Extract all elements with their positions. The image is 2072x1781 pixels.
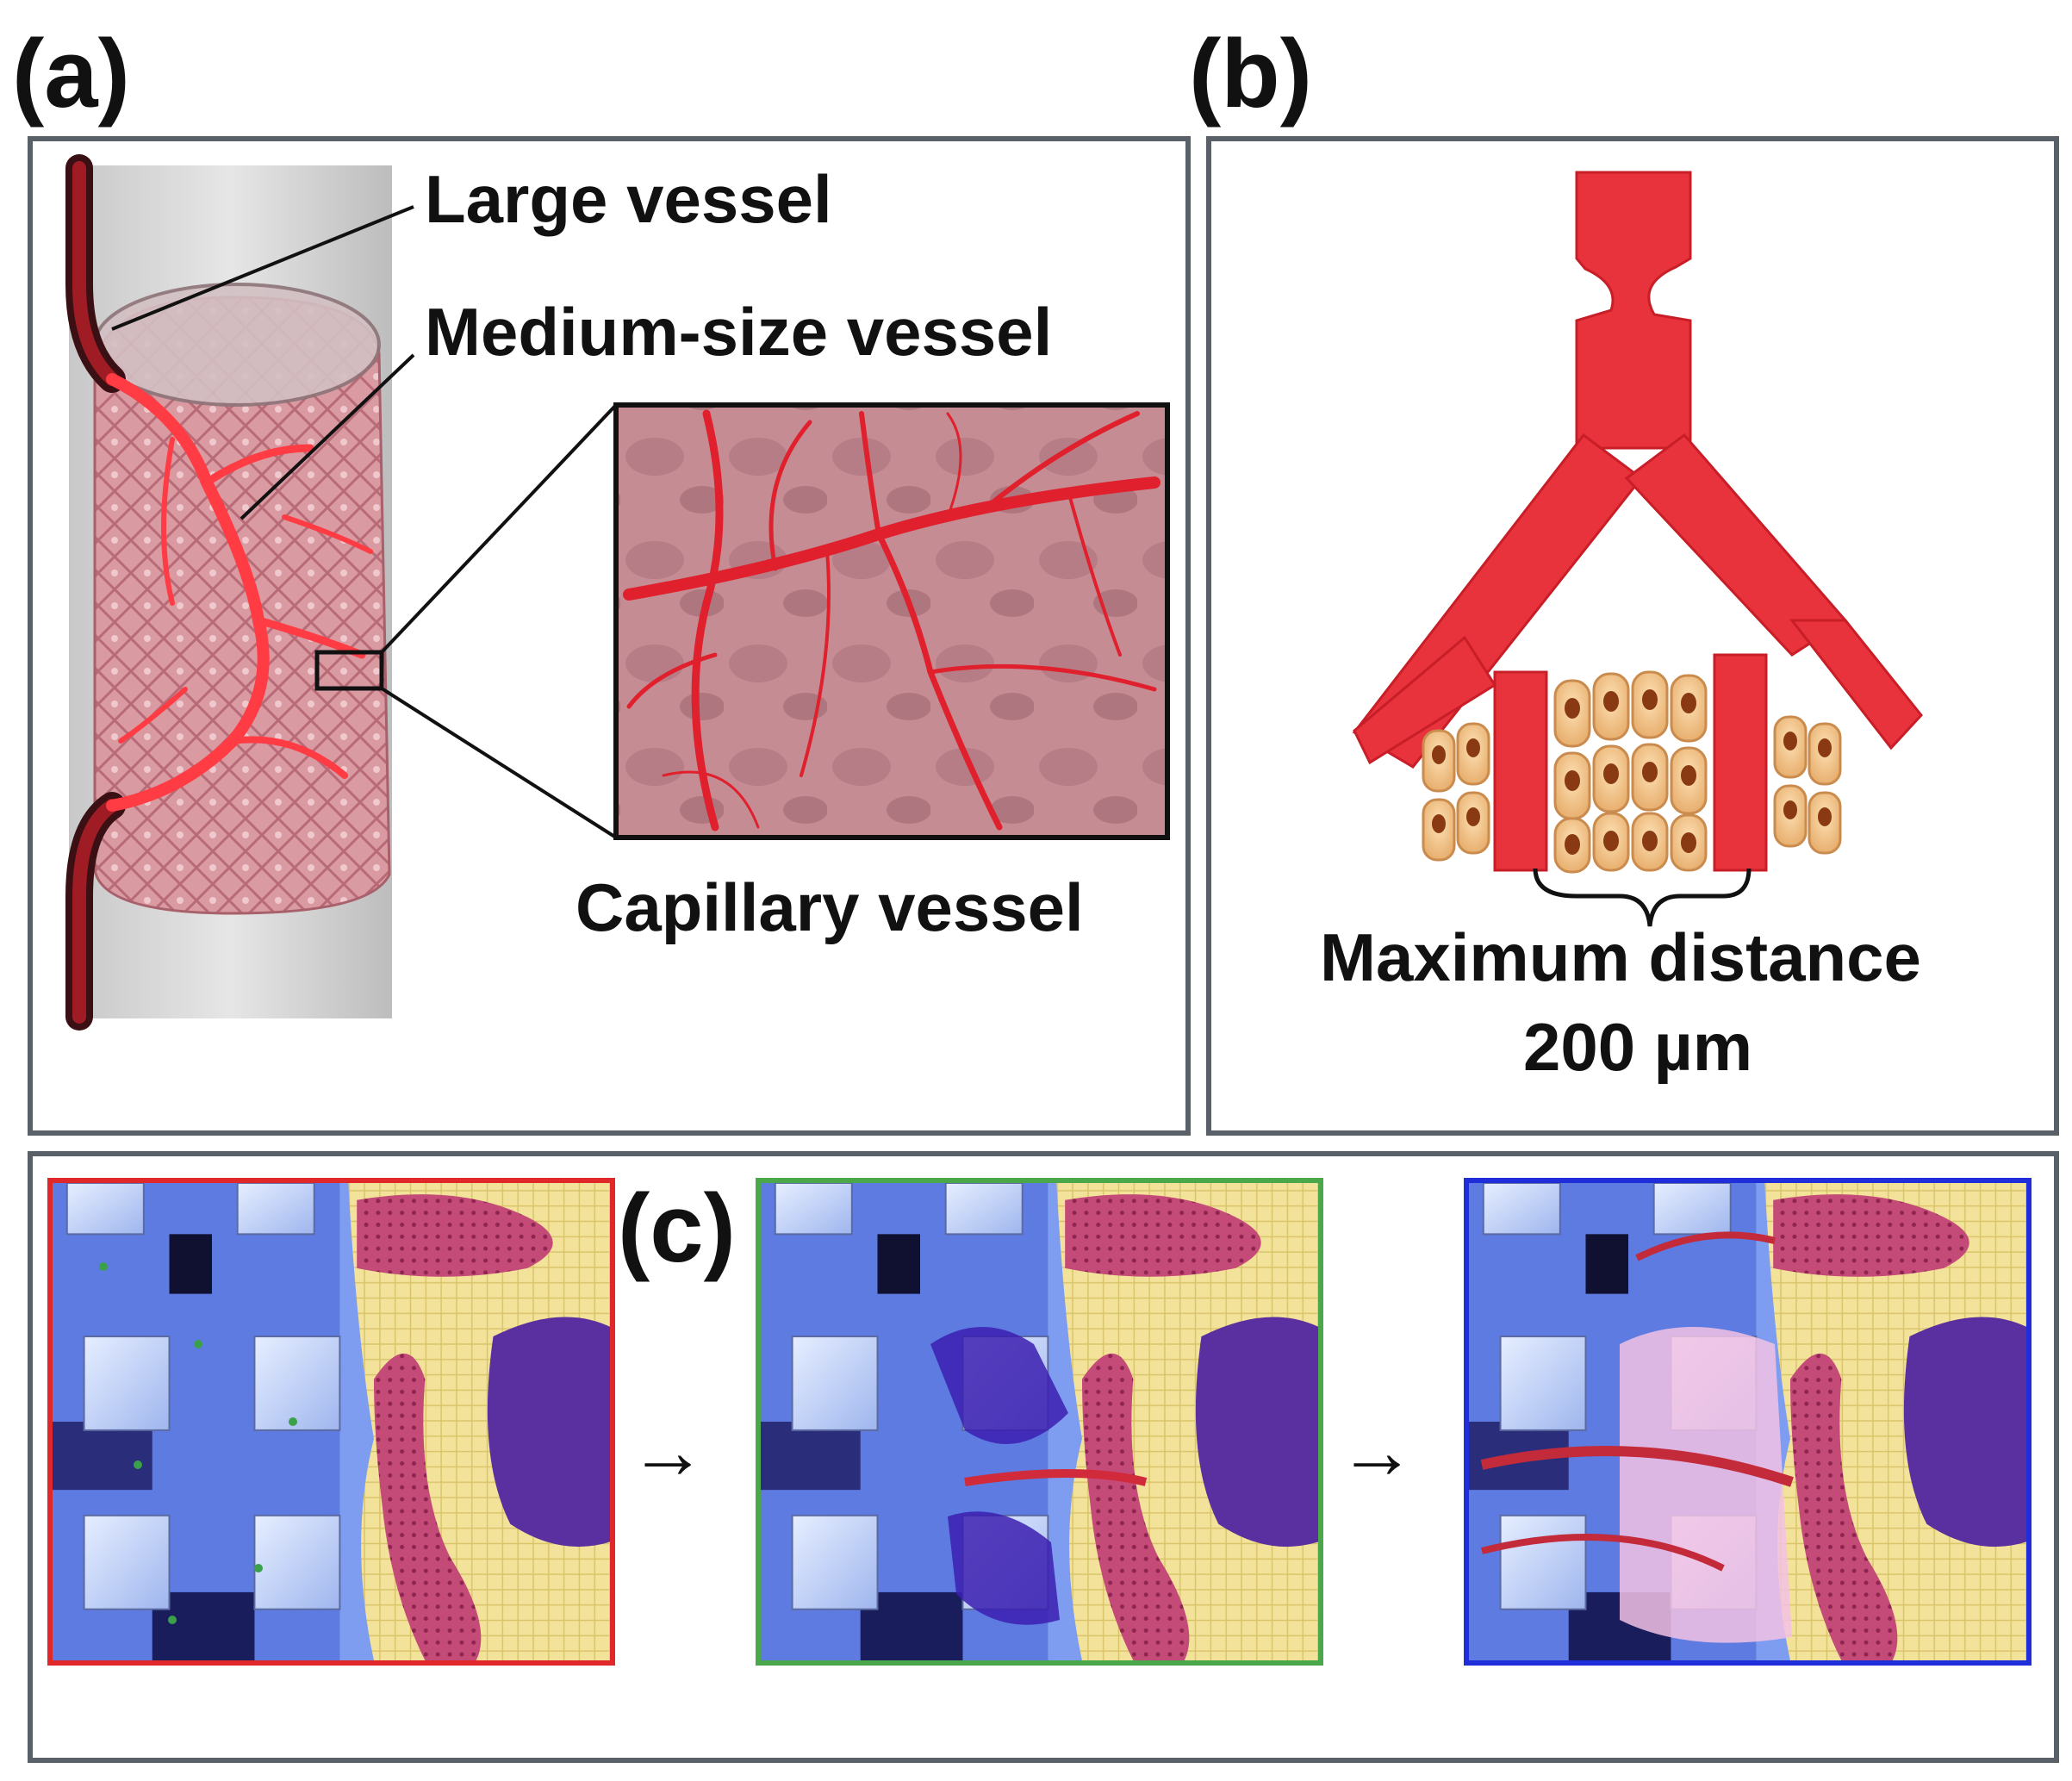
arrow-right-icon: → [629,1409,706,1495]
label-capillary-vessel: Capillary vessel [576,869,1084,945]
large-vessel-icon [65,154,126,1031]
panel-c-letter: (c) [618,1174,736,1282]
zoom-box [314,650,384,691]
caption-max-distance: Maximum distance [1320,919,1921,995]
stage-1-scaffold-icon [47,1178,615,1666]
stage-2-scaffold-icon [756,1178,1323,1666]
panel-b-letter: (b) [1189,20,1313,128]
stage-3-scaffold-icon [1464,1178,2032,1666]
label-large-vessel: Large vessel [425,161,832,237]
capillary-zoom-icon [613,402,1170,840]
distance-brace [1533,868,1752,927]
medium-vessel-icon [106,373,373,812]
vessel-tree-icon [1352,171,1923,872]
arrow-right-icon: → [1338,1409,1416,1495]
label-medium-vessel: Medium-size vessel [425,294,1053,370]
cell-cluster-icon [1422,670,1842,874]
caption-distance-value: 200 µm [1523,1009,1753,1085]
panel-a-letter: (a) [12,20,130,128]
